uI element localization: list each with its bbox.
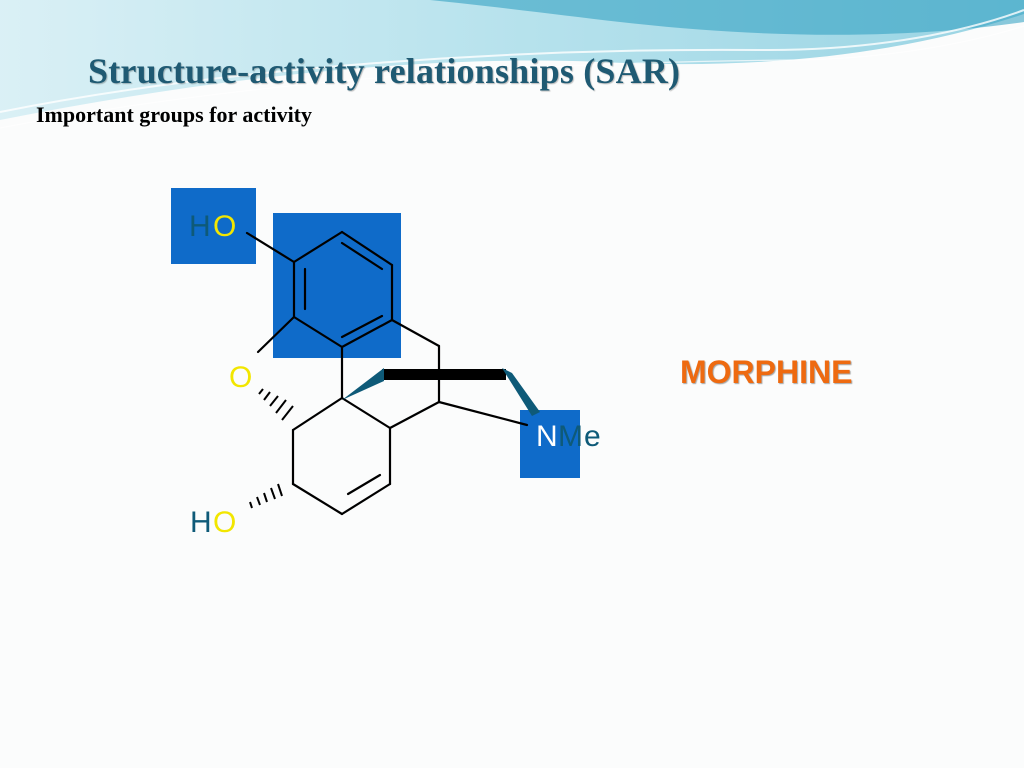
phenol-h-label: H <box>189 210 211 243</box>
hashed-bond-ether <box>258 388 294 421</box>
phenol-o-label: O <box>213 210 236 243</box>
wedge-bond-right <box>502 368 540 416</box>
header-wave-decoration <box>0 0 1024 129</box>
alcohol-h-label: H <box>190 506 212 539</box>
alcohol-o-label: O <box>213 506 236 539</box>
amine-highlight <box>520 410 580 478</box>
compound-name-label: MORPHINE <box>680 354 853 390</box>
hashed-bond-alcohol <box>249 483 283 509</box>
amine-m-label: M <box>558 420 583 453</box>
phenol-oh-highlight <box>171 188 256 264</box>
bold-bridge-bond <box>382 369 506 380</box>
ether-o-label: O <box>229 361 252 394</box>
amine-n-label: N <box>536 420 558 453</box>
slide-subtitle: Important groups for activity <box>36 102 313 127</box>
bond-lines <box>245 230 529 516</box>
amine-e-label: e <box>584 420 601 453</box>
slide-title: Structure-activity relationships (SAR) <box>88 51 681 91</box>
wedge-bond-left <box>342 368 384 400</box>
